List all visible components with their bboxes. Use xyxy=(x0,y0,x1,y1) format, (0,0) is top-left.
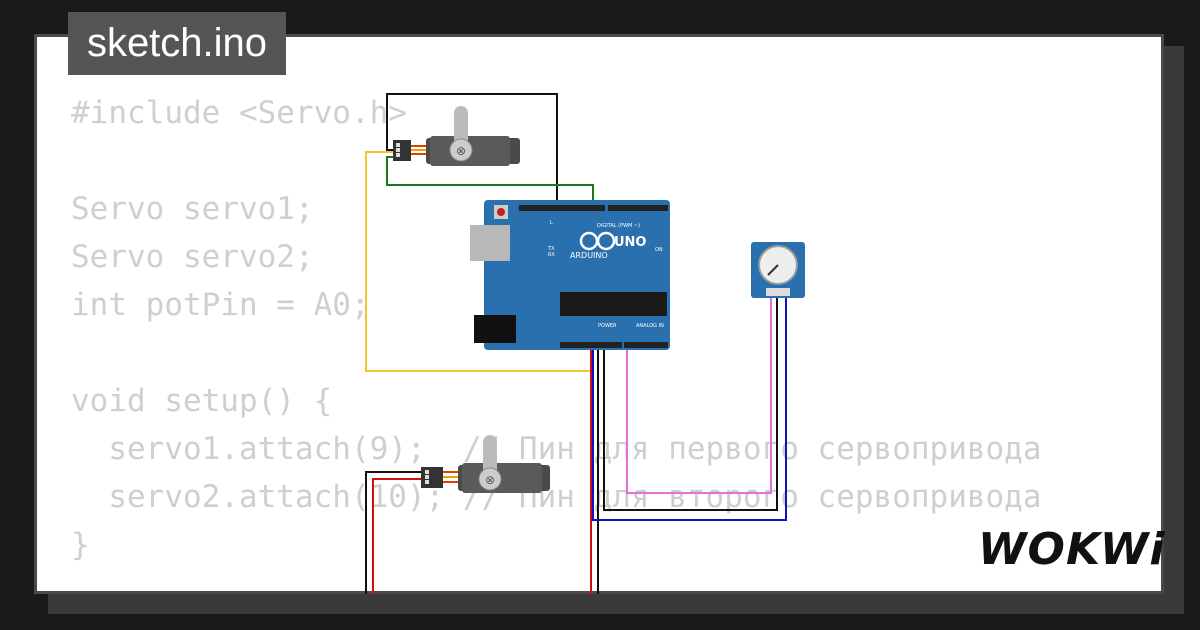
code-line: void setup() { xyxy=(71,383,333,419)
reset-button[interactable] xyxy=(497,208,505,216)
tx-label: TX xyxy=(547,246,555,252)
power-label: POWER xyxy=(598,323,617,329)
board-model: UNO xyxy=(614,235,647,250)
pot-pins xyxy=(766,288,790,296)
on-label: ON xyxy=(655,247,663,253)
arduino-uno-board[interactable]: UNO ARDUINO DIGITAL (PWM ~) POWER ANALOG… xyxy=(470,200,670,350)
servo-connector xyxy=(421,467,443,488)
microcontroller-chip xyxy=(560,292,667,316)
potentiometer[interactable] xyxy=(751,242,805,298)
code-line: servo1.attach(9); // Пин для первого сер… xyxy=(71,431,1042,467)
code-line: int potPin = A0; xyxy=(71,287,370,323)
wire-servo1-gnd xyxy=(386,93,558,205)
digital-header-2 xyxy=(608,205,668,211)
servo-1[interactable]: ⊗ xyxy=(393,106,520,166)
l-label: L xyxy=(550,220,553,226)
code-line: #include <Servo.h> xyxy=(71,95,407,131)
power-header xyxy=(560,342,622,348)
wire-pot-signal xyxy=(626,296,772,494)
svg-text:⊗: ⊗ xyxy=(456,144,466,158)
code-line: Servo servo1; xyxy=(71,191,314,227)
usb-port xyxy=(470,225,510,261)
servo-2[interactable]: ⊗ xyxy=(421,435,550,493)
power-jack xyxy=(474,315,516,343)
analog-label: ANALOG IN xyxy=(636,323,664,329)
wire-servo1-signal xyxy=(386,156,594,205)
file-title: sketch.ino xyxy=(68,12,286,75)
digital-header-1 xyxy=(519,205,605,211)
analog-header xyxy=(624,342,668,348)
servo-connector xyxy=(393,140,411,161)
board-brand: ARDUINO xyxy=(570,251,608,260)
code-line: } xyxy=(71,527,90,563)
code-line: Servo servo2; xyxy=(71,239,314,275)
wire-servo2-power xyxy=(372,478,423,594)
digital-label: DIGITAL (PWM ~) xyxy=(597,223,640,229)
wire-pot-gnd xyxy=(603,296,778,511)
wokwi-logo: WOKWi xyxy=(978,524,1166,575)
wire-servo2-gnd xyxy=(365,471,423,594)
wire-pot-vcc xyxy=(592,296,787,521)
rx-label: RX xyxy=(548,252,555,258)
svg-text:⊗: ⊗ xyxy=(485,473,495,487)
